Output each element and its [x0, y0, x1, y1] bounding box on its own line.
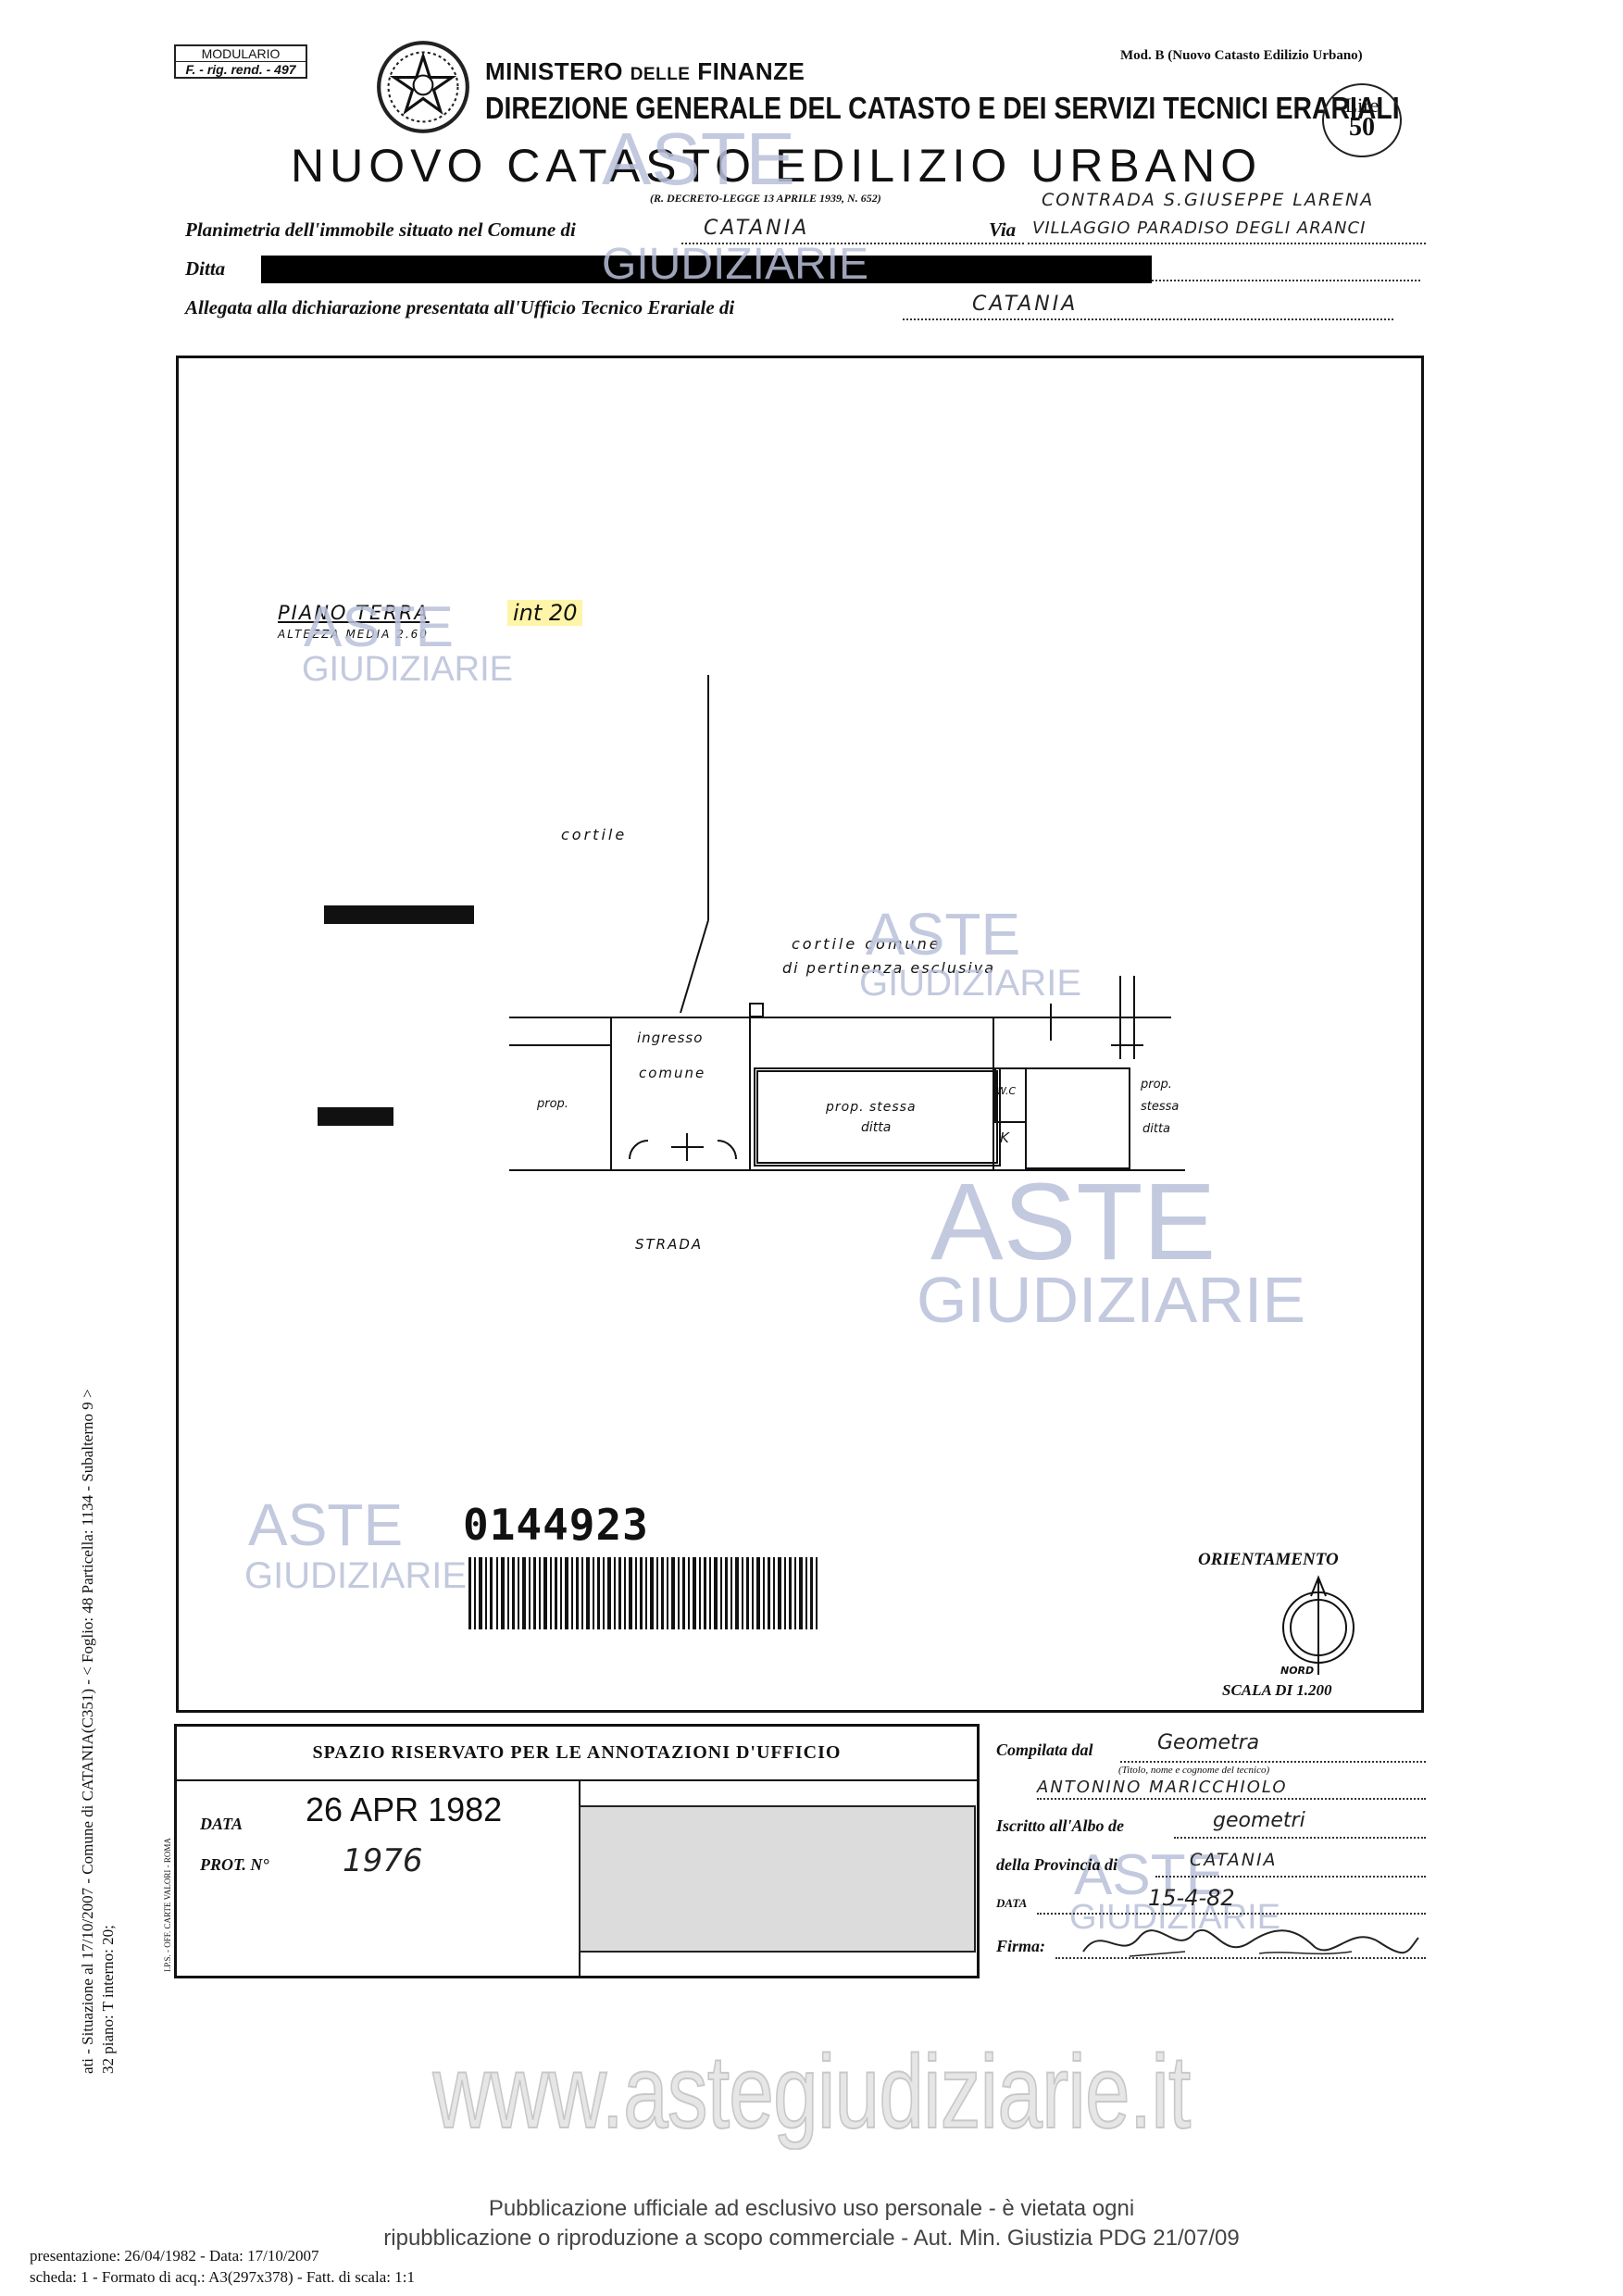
interno-label: int 20: [507, 600, 583, 626]
barcode-number: 0144923: [463, 1500, 649, 1550]
provincia-value: CATANIA: [1190, 1850, 1278, 1870]
via-label: Via: [989, 218, 1017, 241]
lire-label: Lire: [1344, 94, 1380, 117]
prop-left-label: prop.: [537, 1097, 568, 1111]
cortile-comune-label: cortile comune: [792, 935, 942, 953]
website-watermark: www.astegiudiziarie.it: [432, 2033, 1192, 2151]
publication-note-1: Pubblicazione ufficiale ad esclusivo uso…: [488, 2196, 1135, 2221]
planimetria-label: Planimetria dell'immobile situato nel Co…: [185, 218, 576, 241]
office-date-stamp: 26 APR 1982: [306, 1791, 503, 1828]
watermark-giudiziarie: GIUDIZIARIE: [244, 1555, 468, 1596]
floor-plan-drawing: [318, 675, 1355, 1675]
wc-label: W.C: [996, 1085, 1017, 1097]
via-value: VILLAGGIO PARADISO DEGLI ARANCI: [1032, 218, 1367, 238]
pertinenza-label: di pertinenza esclusiva: [782, 959, 996, 977]
watermark-giudiziarie: GIUDIZIARIE: [602, 240, 869, 289]
lire-value: 50: [1349, 113, 1375, 142]
ufficio-value: CATANIA: [972, 293, 1079, 316]
right-date-line: [1037, 1913, 1426, 1915]
via-line: [1028, 243, 1426, 244]
contrada-value: CONTRADA S.GIUSEPPE LARENA: [1042, 190, 1375, 210]
modulario-code: F. - rig. rend. - 497: [176, 61, 306, 77]
ingresso-label: ingresso: [637, 1029, 704, 1046]
provincia-label: della Provincia di: [996, 1855, 1117, 1874]
watermark-aste: ASTE: [602, 118, 795, 200]
ditta-label: Ditta: [185, 257, 226, 280]
watermark-aste: ASTE: [304, 595, 454, 659]
office-prot-value: 1976: [343, 1842, 423, 1879]
prop-right-label: prop.: [1141, 1078, 1172, 1092]
watermark-giudiziarie: GIUDIZIARIE: [859, 963, 1082, 1004]
footer-line-2: scheda: 1 - Formato di acq.: A3(297x378)…: [30, 2268, 415, 2286]
office-date-label: DATA: [200, 1815, 243, 1833]
side-note-line-1: ati - Situazione al 17/10/2007 - Comune …: [79, 1389, 96, 2074]
office-stamp: [579, 1805, 976, 1953]
prop-right-stessa-label: stessa: [1141, 1100, 1180, 1114]
prop-stessa-label: prop. stessa: [826, 1100, 917, 1115]
office-heading: SPAZIO RISERVATO PER LE ANNOTAZIONI D'UF…: [174, 1724, 980, 1781]
strada-label: STRADA: [635, 1236, 704, 1253]
iscritto-line: [1174, 1837, 1426, 1839]
watermark-giudiziarie: GIUDIZIARIE: [302, 650, 514, 689]
titolo-note: (Titolo, nome e cognome del tecnico): [1118, 1765, 1270, 1776]
prop-stessa-ditta-label: ditta: [861, 1120, 892, 1135]
watermark-aste: ASTE: [930, 1161, 1217, 1283]
ministry-name: MINISTERO DELLE FINANZE: [485, 57, 805, 85]
watermark-aste: ASTE: [1074, 1843, 1224, 1907]
iscritto-label: Iscritto all'Albo de: [996, 1816, 1125, 1835]
modulario-box: MODULARIO F. - rig. rend. - 497: [174, 44, 307, 79]
ufficio-line: [903, 318, 1393, 320]
watermark-aste: ASTE: [866, 901, 1021, 967]
office-annotation-box: [174, 1724, 980, 1978]
firma-label: Firma:: [996, 1937, 1046, 1955]
firma-line: [1055, 1957, 1426, 1959]
signature-icon: [1082, 1929, 1419, 1957]
tecnico-name: ANTONINO MARICCHIOLO: [1037, 1778, 1288, 1797]
cortile-label: cortile: [561, 826, 628, 843]
provincia-line: [1155, 1876, 1426, 1878]
prop-right-ditta-label: ditta: [1142, 1122, 1171, 1136]
ditta-redaction: [261, 256, 1152, 283]
watermark-giudiziarie: GIUDIZIARIE: [1069, 1898, 1281, 1937]
watermark-aste: ASTE: [248, 1491, 404, 1558]
printer-text: I.P.S. - OFF. CARTE VALORI - ROMA: [163, 1838, 172, 1972]
tecnico-line: [1037, 1798, 1426, 1800]
footer-line-1: presentazione: 26/04/1982 - Data: 17/10/…: [30, 2247, 319, 2265]
comune-value: CATANIA: [704, 217, 810, 240]
right-date-label: DATA: [996, 1896, 1028, 1910]
republic-emblem-icon: [377, 41, 469, 133]
altezza-label: ALTEZZA MEDIA 2.60: [278, 628, 429, 641]
iscritto-value: geometri: [1213, 1809, 1305, 1832]
ditta-line: [1152, 280, 1420, 281]
scala-label: SCALA DI 1.200: [1222, 1681, 1332, 1699]
mod-b-label: Mod. B (Nuovo Catasto Edilizio Urbano): [1120, 48, 1363, 63]
allegata-label: Allegata alla dichiarazione presentata a…: [185, 296, 735, 318]
comune-line: [681, 243, 1024, 244]
lire-stamp: Lire 50: [1322, 83, 1402, 157]
publication-note-2: ripubblicazione o riproduzione a scopo c…: [383, 2226, 1240, 2251]
compilata-line: [1120, 1761, 1426, 1763]
comune-room-label: comune: [639, 1065, 706, 1081]
floor-label: PIANO TERRA: [278, 602, 430, 624]
side-note-line-2: 32 piano: T interno: 20;: [99, 1925, 117, 2074]
compilata-label: Compilata dal: [996, 1741, 1093, 1759]
compilata-value: Geometra: [1157, 1731, 1260, 1754]
direzione-title: DIREZIONE GENERALE DEL CATASTO E DEI SER…: [485, 91, 1400, 125]
right-date-value: 15-4-82: [1148, 1885, 1235, 1911]
modulario-label: MODULARIO: [201, 46, 281, 61]
watermark-giudiziarie: GIUDIZIARIE: [917, 1264, 1306, 1336]
plan-frame: [176, 356, 1424, 1713]
nord-label: NORD: [1280, 1665, 1315, 1677]
page-title: NUOVO CATASTO EDILIZIO URBANO: [291, 140, 1263, 192]
orientamento-label: ORIENTAMENTO: [1198, 1550, 1339, 1569]
office-prot-label: PROT. N°: [200, 1855, 269, 1874]
kitchen-label: K: [1000, 1129, 1009, 1146]
decreto-reference: (R. DECRETO-LEGGE 13 APRILE 1939, N. 652…: [650, 192, 881, 205]
